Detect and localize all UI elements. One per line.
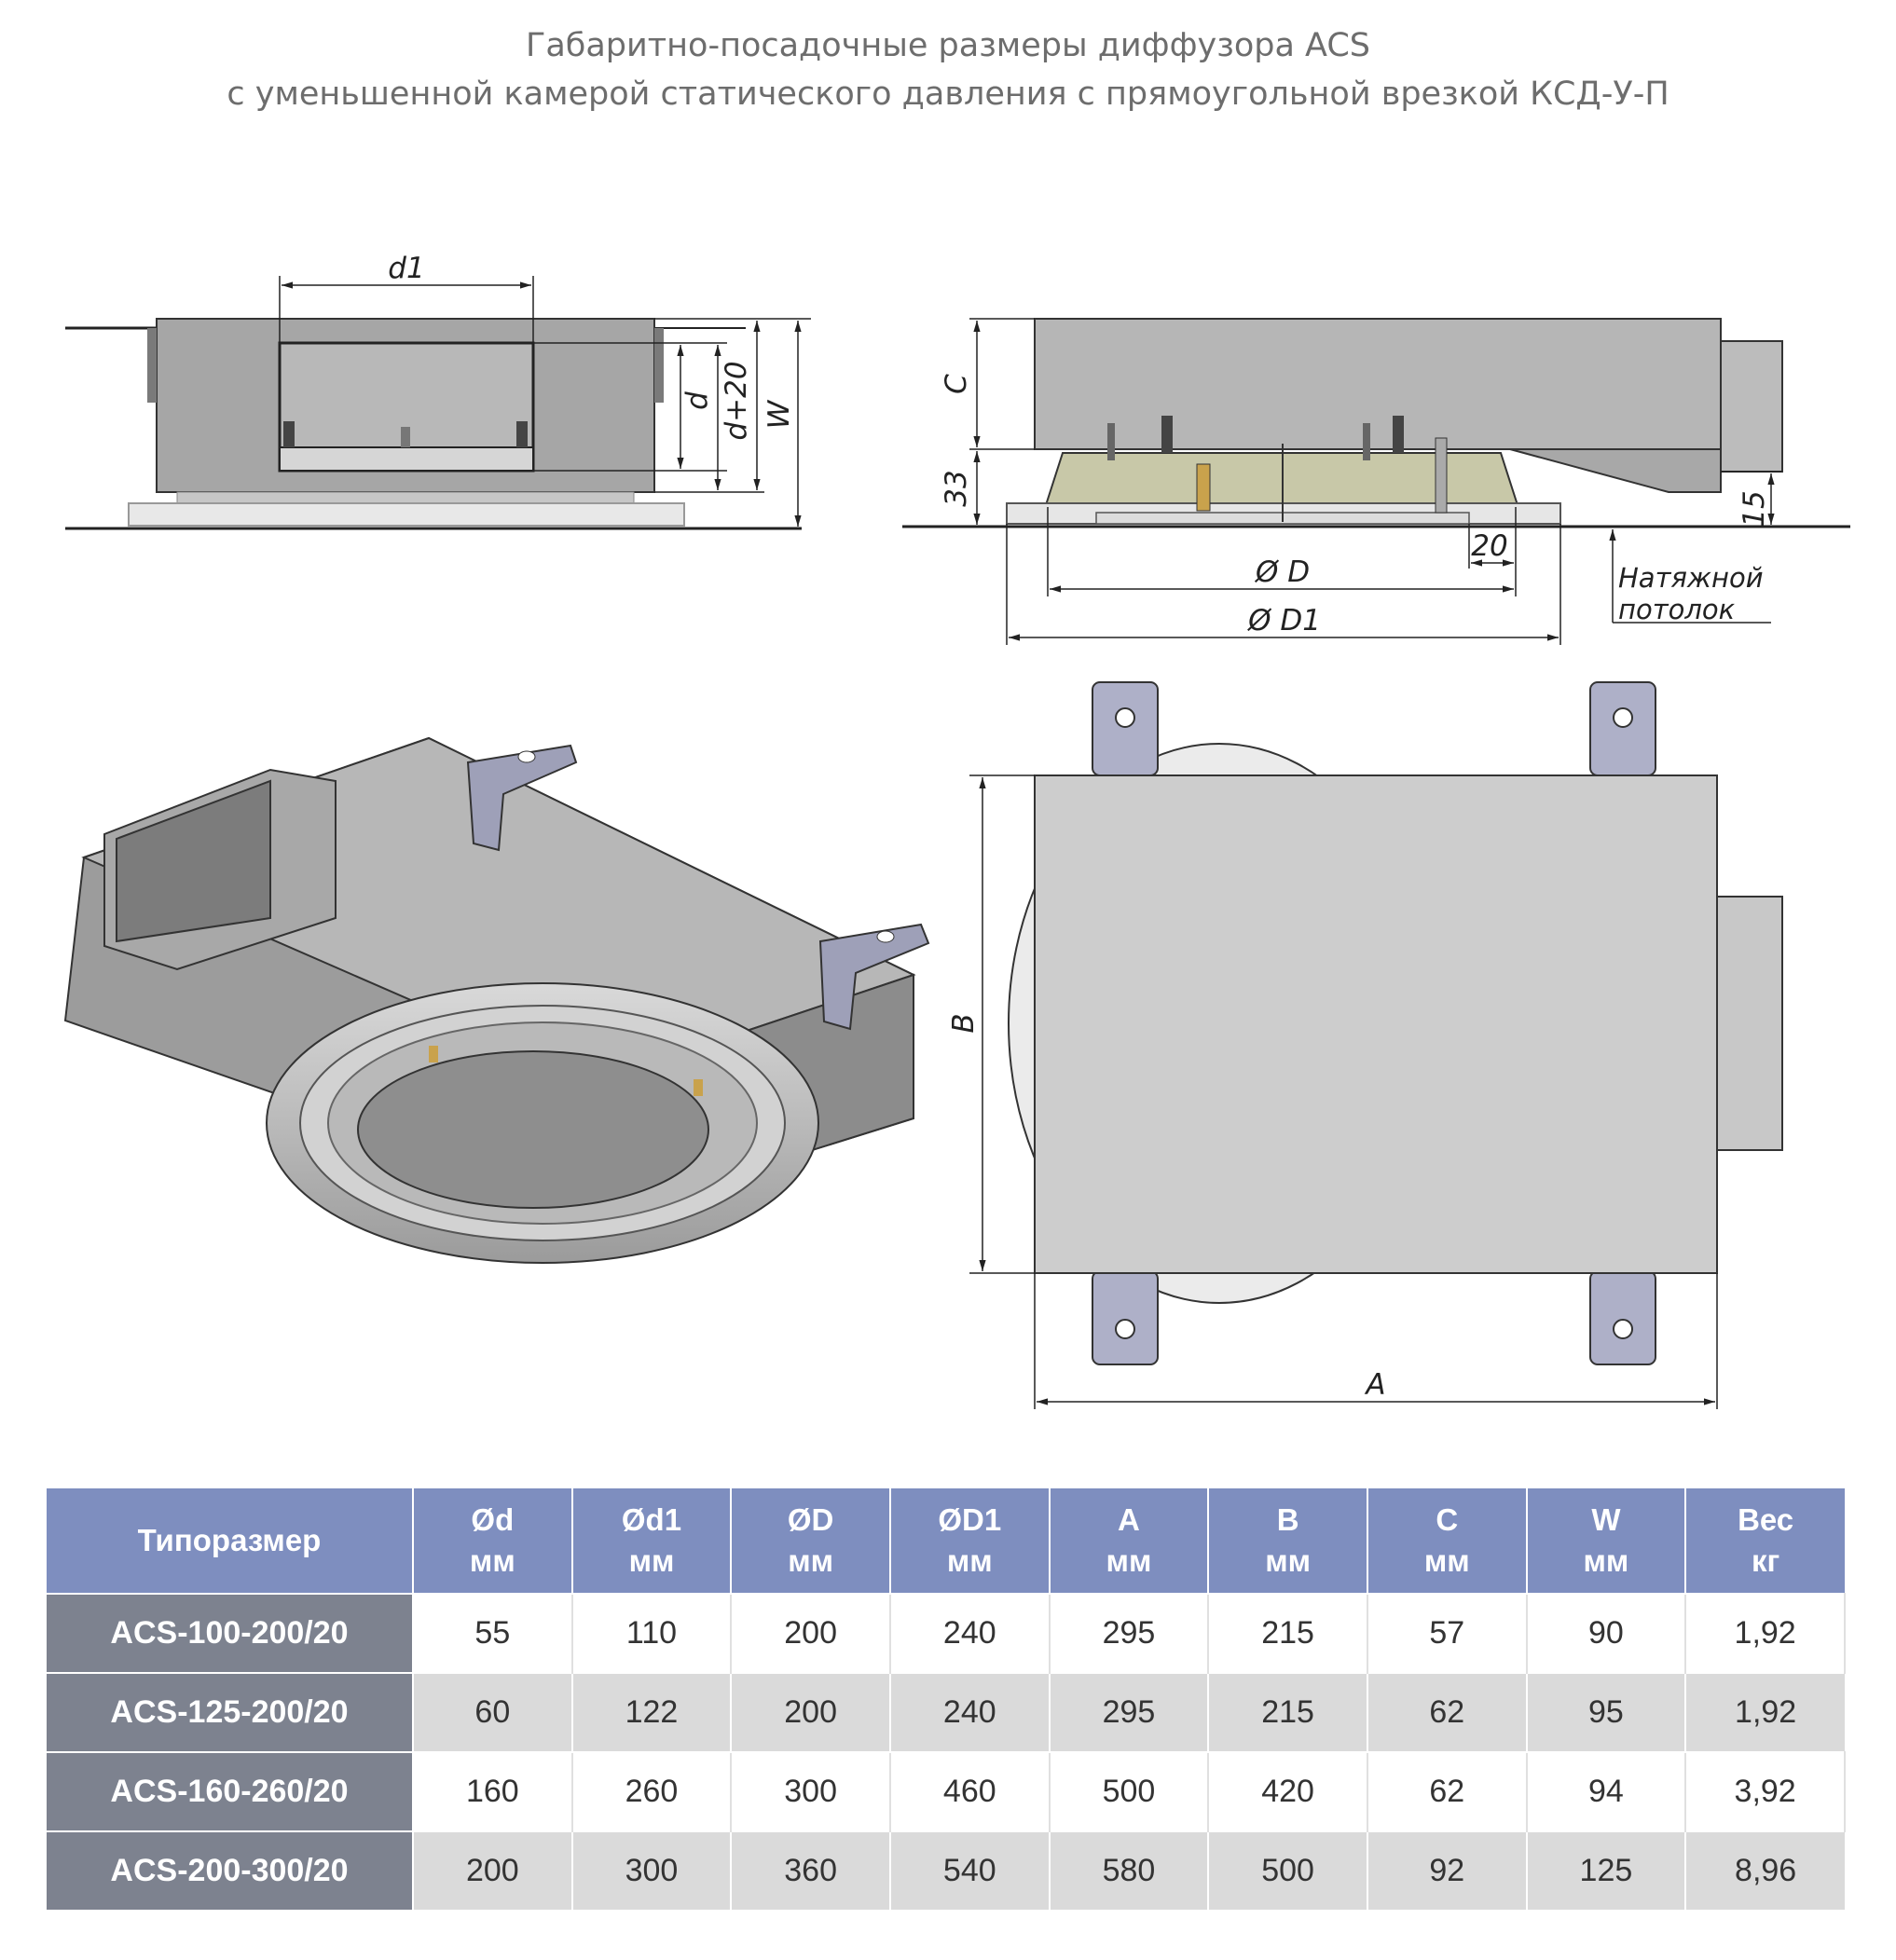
isometric-view (63, 736, 930, 1264)
cell-D1: 460 (889, 1751, 1051, 1831)
title-line-1: Габаритно-посадочные размеры диффузора A… (525, 27, 1371, 64)
cell-B: 500 (1208, 1830, 1368, 1910)
cell-weight: 1,92 (1685, 1672, 1845, 1752)
cell-D1: 240 (889, 1593, 1051, 1673)
dim-d1-diameter-label: Ø D1 (1246, 604, 1321, 637)
cell-C: 62 (1367, 1672, 1528, 1752)
title-line-2: с уменьшенной камерой статического давле… (227, 75, 1669, 113)
cell-W: 94 (1526, 1751, 1687, 1831)
cell-D1: 540 (889, 1830, 1051, 1910)
cell-d: 160 (413, 1751, 573, 1831)
dim-15-label: 15 (1738, 490, 1771, 527)
front-view: d1 d d+20 W (65, 252, 811, 530)
cell-W: 95 (1526, 1672, 1687, 1752)
cell-weight: 1,92 (1685, 1593, 1846, 1673)
row-typesize: ACS-200-300/20 (47, 1830, 414, 1910)
cell-B: 215 (1208, 1593, 1368, 1673)
cell-C: 92 (1367, 1830, 1528, 1910)
table-row: ACS-100-200/20 55 110 200 240 295 215 57… (47, 1593, 1846, 1673)
dim-33-label: 33 (940, 470, 973, 506)
dim-d-diameter-label: Ø D (1254, 555, 1310, 589)
table-row: ACS-125-200/20 60 122 200 240 295 215 62… (47, 1672, 1845, 1752)
dim-a-label: A (1364, 1368, 1385, 1402)
cell-d1: 110 (571, 1593, 733, 1673)
row-typesize: ACS-100-200/20 (47, 1593, 414, 1673)
table-row: ACS-200-300/20 200 300 360 540 580 500 9… (47, 1830, 1845, 1910)
cell-weight: 3,92 (1685, 1751, 1846, 1831)
dim-b-label: B (947, 1013, 981, 1033)
top-view: B A (947, 681, 1783, 1409)
dim-d1-label: d1 (388, 252, 424, 285)
dim-d-plus-20-label: d+20 (720, 361, 753, 440)
row-typesize: ACS-160-260/20 (47, 1751, 414, 1831)
dim-w-label: W (763, 399, 796, 429)
side-view: C 33 15 20 Ø D Ø D1 Натяжной потолок (902, 318, 1850, 645)
cell-A: 295 (1049, 1593, 1210, 1673)
cell-D: 360 (731, 1830, 891, 1910)
cell-B: 215 (1208, 1672, 1368, 1752)
cell-A: 500 (1049, 1751, 1210, 1831)
cell-weight: 8,96 (1685, 1830, 1845, 1910)
cell-D: 200 (731, 1593, 891, 1673)
cell-B: 420 (1208, 1751, 1368, 1831)
ceiling-label-line2: потолок (1618, 594, 1736, 625)
cell-d1: 260 (571, 1751, 733, 1831)
dim-c-label: C (940, 374, 973, 394)
row-typesize: ACS-125-200/20 (47, 1672, 414, 1752)
cell-D: 200 (731, 1672, 891, 1752)
cell-d: 60 (413, 1672, 573, 1752)
cell-A: 295 (1049, 1672, 1210, 1752)
table-row: ACS-160-260/20 160 260 300 460 500 420 6… (47, 1751, 1846, 1831)
cell-D: 300 (731, 1751, 891, 1831)
cell-C: 57 (1367, 1593, 1528, 1673)
cell-W: 90 (1526, 1593, 1687, 1673)
cell-C: 62 (1367, 1751, 1528, 1831)
cell-W: 125 (1526, 1830, 1687, 1910)
cell-d1: 122 (571, 1672, 733, 1752)
cell-d: 200 (413, 1830, 573, 1910)
dim-20-label: 20 (1471, 529, 1507, 563)
technical-drawing: d1 d d+20 W C 33 (63, 252, 1850, 1409)
cell-A: 580 (1049, 1830, 1210, 1910)
cell-d: 55 (413, 1593, 573, 1673)
ceiling-label-line1: Натяжной (1618, 562, 1764, 594)
cell-D1: 240 (889, 1672, 1051, 1752)
header-typesize: Типоразмер (47, 1488, 414, 1594)
cell-d1: 300 (571, 1830, 733, 1910)
dim-d-label: d (680, 391, 714, 410)
